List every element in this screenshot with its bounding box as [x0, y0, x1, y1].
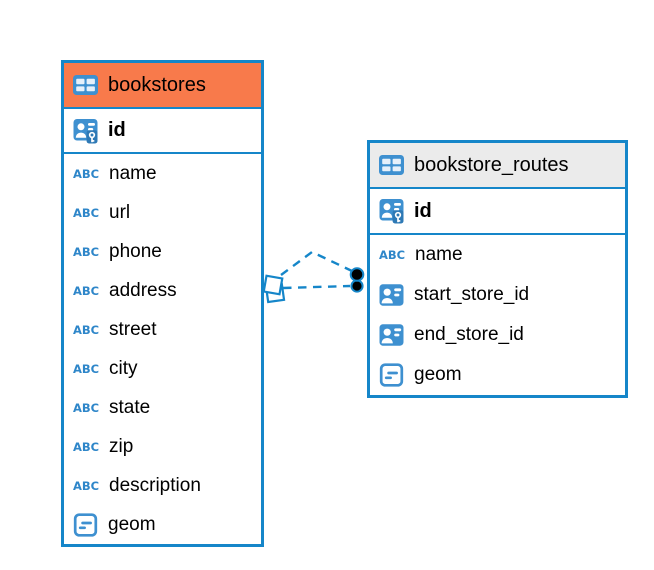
- table-column-row[interactable]: ABC name: [64, 154, 261, 193]
- table-header-bookstore-routes[interactable]: bookstore_routes: [370, 143, 625, 187]
- column-name: description: [109, 474, 201, 496]
- table-column-row[interactable]: ABC url: [64, 193, 261, 232]
- text-type-icon: ABC: [73, 322, 100, 337]
- primary-key-row[interactable]: id: [64, 107, 261, 154]
- table-column-row[interactable]: ABC phone: [64, 232, 261, 271]
- table-column-row[interactable]: ABC zip: [64, 427, 261, 466]
- text-type-icon: ABC: [73, 478, 100, 493]
- column-name: zip: [109, 435, 134, 457]
- text-type-icon: ABC: [379, 248, 406, 262]
- column-name: url: [109, 201, 131, 223]
- column-name: address: [109, 279, 177, 301]
- text-type-icon: ABC: [73, 166, 100, 181]
- column-name: name: [109, 162, 157, 184]
- text-type-icon: ABC: [73, 244, 100, 259]
- table-title: bookstores: [108, 73, 206, 96]
- geometry-type-icon: [72, 512, 99, 538]
- text-type-icon: ABC: [73, 439, 100, 454]
- table-icon: [72, 73, 99, 97]
- table-header-bookstores[interactable]: bookstores: [64, 63, 261, 107]
- relation-source-marker-squares[interactable]: [262, 274, 286, 304]
- table-column-row[interactable]: ABC city: [64, 349, 261, 388]
- column-name: id: [108, 119, 126, 141]
- text-type-icon: ABC: [73, 205, 100, 220]
- primary-key-icon: [378, 198, 405, 224]
- columns-list: ABC name ABC url ABC phone ABC address A…: [64, 154, 261, 544]
- columns-list: ABC name start_store_id end_store_id geo…: [370, 235, 625, 395]
- relation-line-start-store[interactable]: [280, 250, 353, 276]
- table-column-row[interactable]: start_store_id: [370, 275, 625, 315]
- column-name: street: [109, 318, 157, 340]
- reference-type-icon: [378, 322, 405, 348]
- column-name: geom: [414, 364, 462, 385]
- text-type-icon: ABC: [73, 400, 100, 415]
- table-column-row[interactable]: ABC street: [64, 310, 261, 349]
- column-name: start_store_id: [414, 284, 530, 305]
- column-name: id: [414, 199, 432, 222]
- primary-key-row[interactable]: id: [370, 187, 625, 235]
- text-type-icon: ABC: [73, 283, 100, 298]
- relation-line-end-store[interactable]: [282, 284, 351, 290]
- column-name: city: [109, 357, 138, 379]
- table-icon: [378, 153, 405, 177]
- table-column-row[interactable]: ABC address: [64, 271, 261, 310]
- table-title: bookstore_routes: [414, 153, 569, 176]
- column-name: phone: [109, 240, 162, 262]
- table-bookstore-routes[interactable]: bookstore_routes id ABC name start_store…: [367, 140, 628, 398]
- table-column-row[interactable]: ABC description: [64, 466, 261, 505]
- column-name: name: [415, 244, 463, 265]
- geometry-type-icon: [378, 362, 405, 388]
- column-name: end_store_id: [414, 324, 524, 345]
- reference-type-icon: [378, 282, 405, 308]
- text-type-icon: ABC: [73, 361, 100, 376]
- table-column-row[interactable]: geom: [370, 355, 625, 395]
- column-name: state: [109, 396, 151, 418]
- relation-target-marker-dots[interactable]: [349, 267, 365, 293]
- table-column-row[interactable]: ABC name: [370, 235, 625, 275]
- table-column-row[interactable]: geom: [64, 505, 261, 544]
- table-column-row[interactable]: end_store_id: [370, 315, 625, 355]
- table-column-row[interactable]: ABC state: [64, 388, 261, 427]
- primary-key-icon: [72, 118, 99, 144]
- column-name: geom: [108, 513, 156, 535]
- table-bookstores[interactable]: bookstores id ABC name ABC url ABC phone…: [61, 60, 264, 547]
